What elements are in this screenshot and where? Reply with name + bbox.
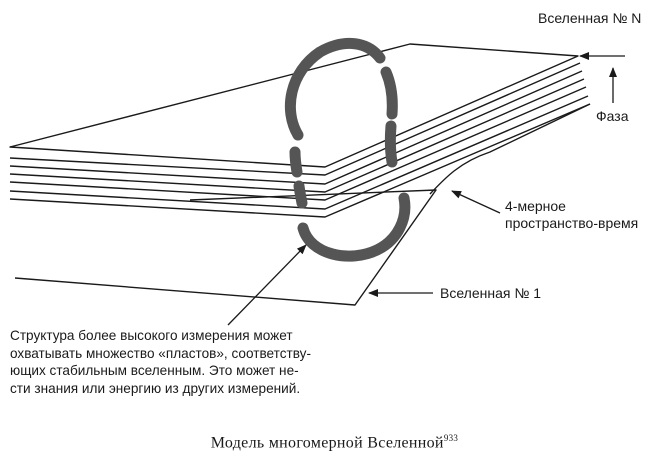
universe-1-sheet: [14, 189, 437, 306]
label-spacetime-line1: 4-мерное: [505, 198, 566, 214]
label-universe-n: Вселенная № N: [538, 10, 642, 26]
universe-n-sheet: [9, 43, 579, 168]
label-spacetime-line2: пространство-время: [505, 215, 639, 231]
caption-text: Модель многомерной Вселенной: [210, 434, 444, 452]
description-line: сти знания или энергию из других измерен…: [10, 380, 301, 396]
spacetime-arrow: [451, 190, 501, 214]
structure-arrow: [227, 244, 307, 326]
description-line: ющих стабильным вселенным. Это может не-: [10, 363, 299, 378]
sheet-layer: [9, 103, 591, 218]
spacetime-sheet: [429, 103, 591, 195]
sheet-layer: [9, 70, 583, 185]
description-line: Структура более высокого измерения может: [10, 328, 293, 343]
description-line: охватывать множество «пластов», соответс…: [10, 345, 311, 361]
sheet-layer: [9, 86, 587, 201]
sheet-layer: [9, 95, 589, 210]
figure-caption: Модель многомерной Вселенной933: [0, 433, 669, 452]
universe-sheet-stack: [9, 43, 591, 218]
description-text: Структура более высокого измерения может…: [10, 327, 355, 397]
caption-footnote: 933: [443, 433, 459, 443]
sheet-layer: [9, 62, 581, 176]
sheet-layer: [9, 78, 585, 193]
higher-dimension-ring: [284, 37, 411, 262]
label-universe-1: Вселенная № 1: [440, 285, 542, 301]
label-phase: Фаза: [596, 108, 629, 124]
